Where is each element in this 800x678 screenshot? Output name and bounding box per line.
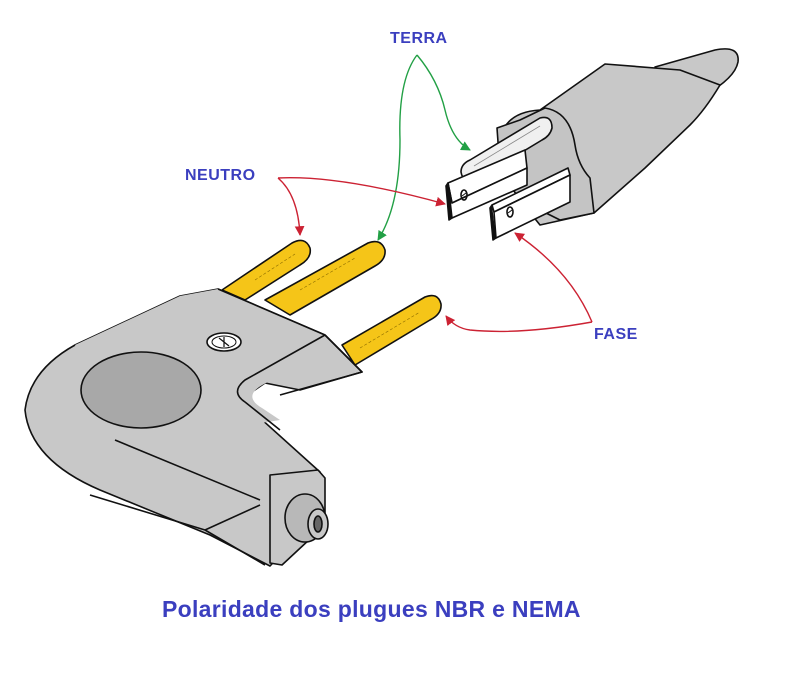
label-terra: TERRA xyxy=(390,30,448,47)
nema-plug xyxy=(445,48,739,241)
diagram-caption: Polaridade dos plugues NBR e NEMA xyxy=(162,596,581,622)
terra-arrow-to-nema xyxy=(416,54,471,151)
nbr-cord-hole xyxy=(313,515,323,533)
nbr-grip-dimple xyxy=(80,351,202,429)
nbr-plug xyxy=(24,239,442,567)
neutro-arrow-to-nema xyxy=(277,177,446,207)
nema-phase-blade xyxy=(489,167,571,241)
fase-arrow-to-nema xyxy=(514,232,593,323)
nema-neutral-blade-hole xyxy=(460,189,468,201)
nbr-screw xyxy=(206,332,242,352)
nbr-neutral-pin xyxy=(221,239,312,301)
terra-arrow-to-nbr xyxy=(377,54,418,241)
nbr-cord-exit xyxy=(269,469,329,566)
neutro-arrow-to-nbr xyxy=(277,177,305,236)
nbr-phase-pin xyxy=(341,294,442,366)
label-fase: FASE xyxy=(594,326,638,343)
nema-neutral-blade xyxy=(445,149,528,221)
nbr-ground-pin xyxy=(264,240,386,316)
fase-arrow-to-nbr xyxy=(445,315,593,333)
label-neutro: NEUTRO xyxy=(185,167,256,184)
nema-phase-blade-hole xyxy=(506,206,514,218)
nema-ground-pin xyxy=(460,116,553,182)
